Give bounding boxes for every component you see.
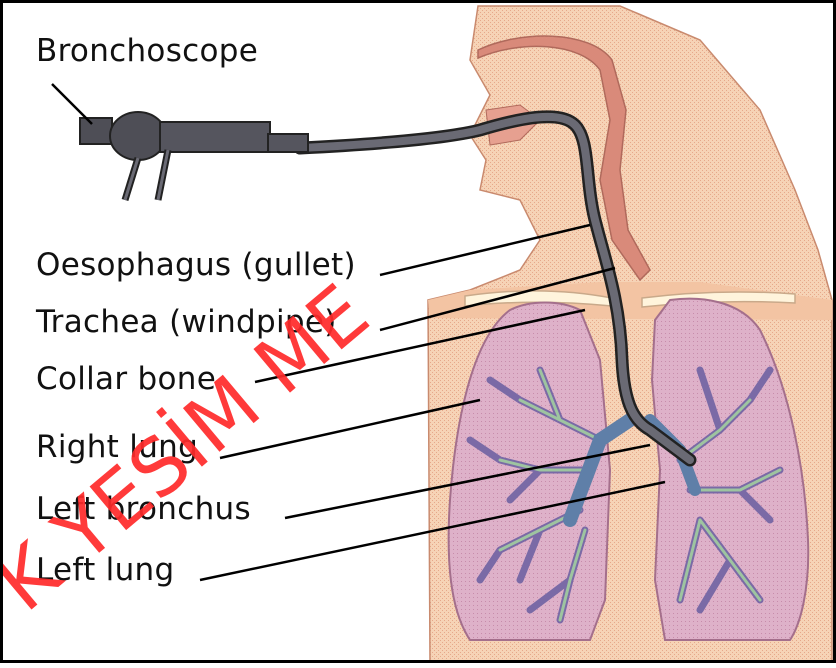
diagram-border (0, 0, 836, 663)
bronchoscopy-diagram: Bronchoscope Oesophagus (gullet) Trachea… (0, 0, 836, 663)
